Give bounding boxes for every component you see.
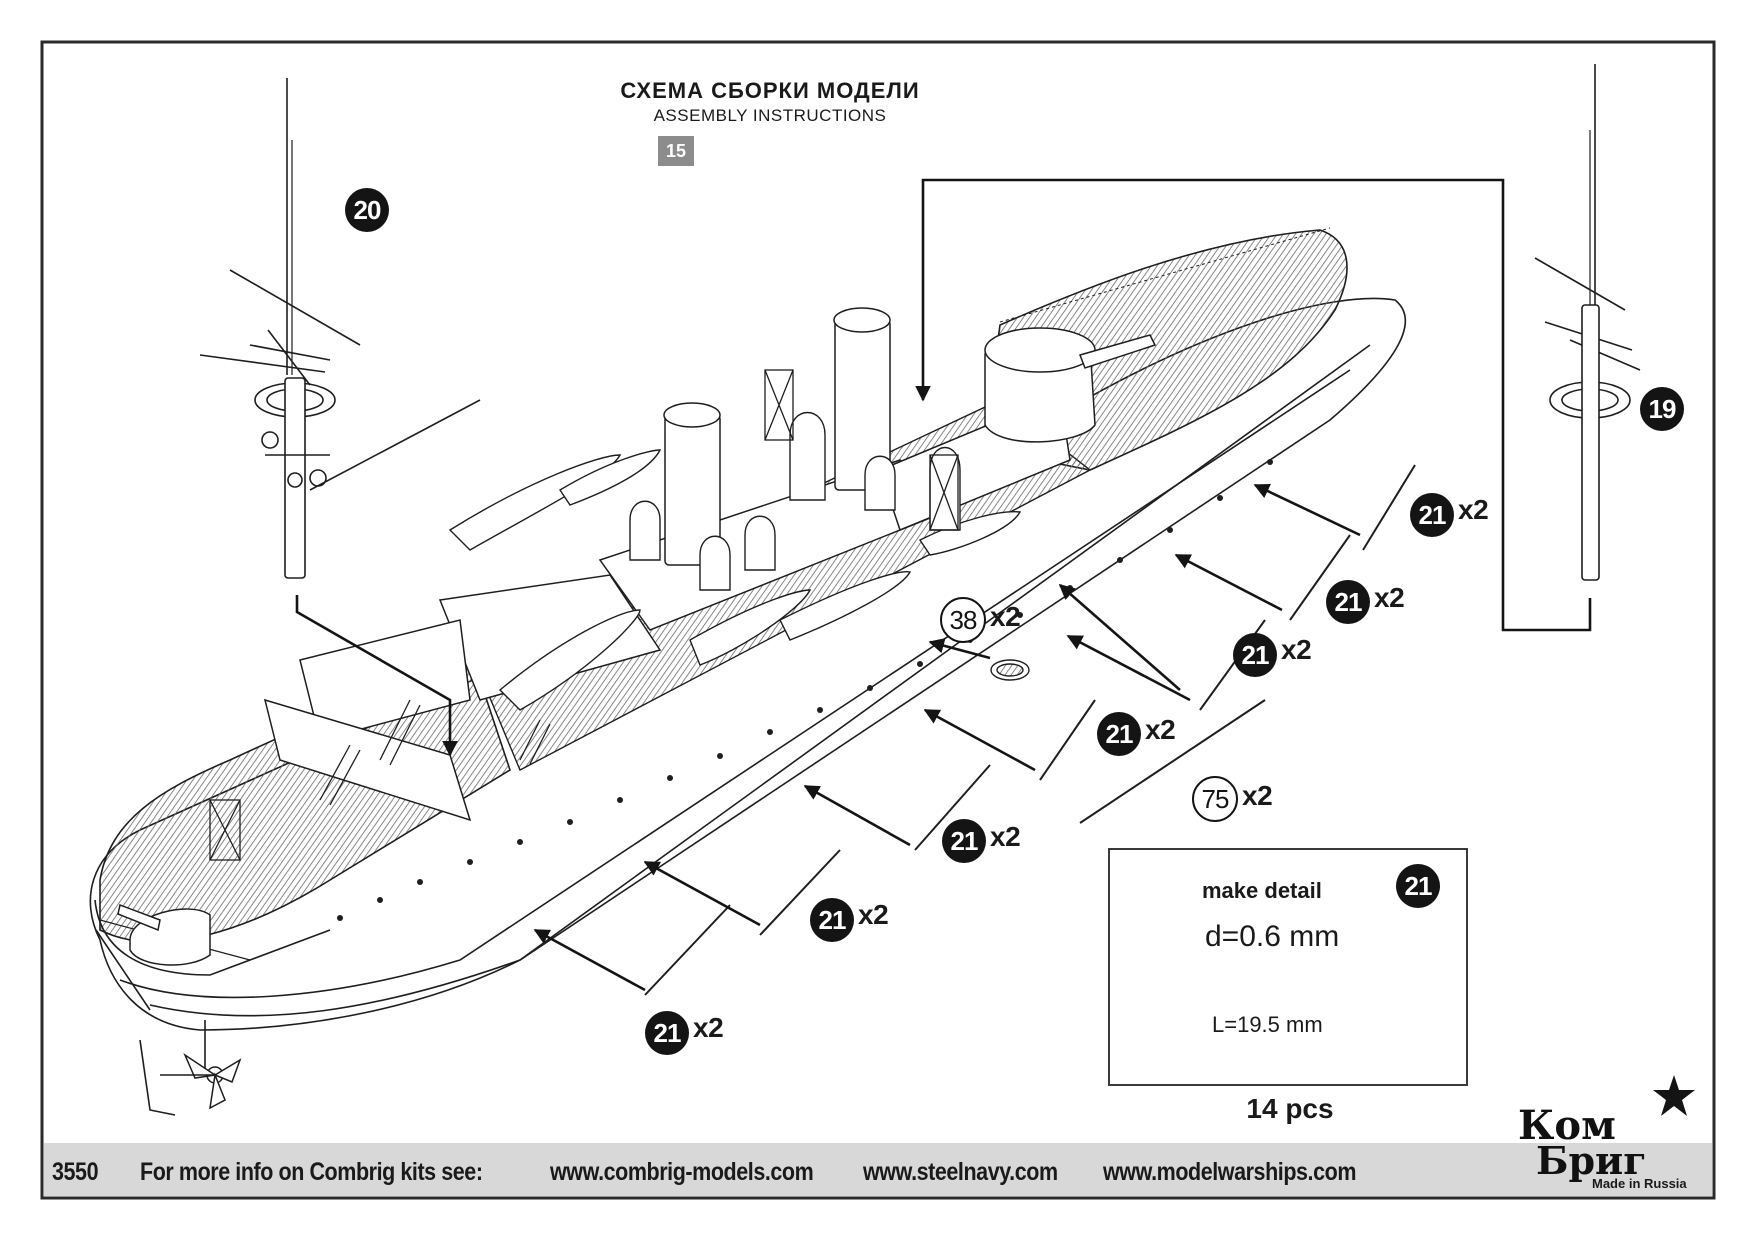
title-english: ASSEMBLY INSTRUCTIONS [653,106,887,125]
strut-callout: 21 [1326,580,1370,624]
footer-link-steelnavy[interactable]: www.steelnavy.com [863,1158,1058,1186]
title-russian: СХЕМА СБОРКИ МОДЕЛИ [620,78,920,103]
detail-part-callout: 21 [1396,864,1440,908]
strut-quantity: x2 [1374,582,1405,613]
funnels [663,307,891,566]
combrig-logo: Ком Бриг Made in Russia [1510,1075,1710,1196]
footer-band [44,1143,1712,1196]
strut-quantity: x2 [858,899,889,930]
strut-arrows [533,483,1361,992]
strut-callout: 21 [942,819,986,863]
strut-quantity: x2 [1458,494,1489,525]
footer-link-combrig[interactable]: www.combrig-models.com [550,1158,814,1186]
detail-length: L=19.5 mm [1212,1012,1323,1037]
step-number-badge: 15 [658,136,694,166]
kit-number: 3550 [52,1158,99,1186]
mast-19-drawing [1534,64,1641,581]
logo-tagline: Made in Russia [1592,1176,1687,1191]
propeller [160,1052,242,1110]
mast-20-callout: 20 [345,188,389,232]
strut-callout: 21 [1097,712,1141,756]
boats [448,449,1022,711]
strut-quantity: x2 [1145,714,1176,745]
strut-callout: 21 [810,898,854,942]
star-icon [1653,1075,1695,1116]
boom-quantity: x2 [1242,780,1273,811]
turrets [117,327,1157,966]
logo-line-2: Бриг [1536,1138,1647,1183]
deck-lattices [209,369,959,861]
part-38-drawing [990,659,1030,681]
mast-leaders [295,178,1592,757]
strut-callout: 21 [1410,493,1454,537]
boom-callout: 75 [1192,776,1238,822]
logo-line-1: Ком [1518,1102,1616,1149]
strut-quantity: x2 [693,1012,724,1043]
page-frame [40,40,1716,1200]
strut-quantity: x2 [990,821,1021,852]
strut-quantity: x2 [1281,634,1312,665]
mast-19-callout: 19 [1640,387,1684,431]
porthole-callout: 38 [940,597,986,643]
portholes [337,459,1273,921]
footer-link-modelwarships[interactable]: www.modelwarships.com [1103,1158,1357,1186]
porthole-quantity: x2 [990,601,1021,632]
strut-callout: 21 [645,1011,689,1055]
ventilators [629,411,961,591]
detail-diameter: d=0.6 mm [1205,920,1340,953]
make-detail-box: make detail 21 d=0.6 mm L=19.5 mm [1108,848,1468,1086]
make-detail-label: make detail [1202,878,1322,903]
footer-info-text: For more info on Combrig kits see: [140,1158,483,1186]
mast-20-drawing [199,78,481,579]
detail-pieces-count: 14 pcs [1246,1093,1334,1124]
strut-callout: 21 [1233,633,1277,677]
